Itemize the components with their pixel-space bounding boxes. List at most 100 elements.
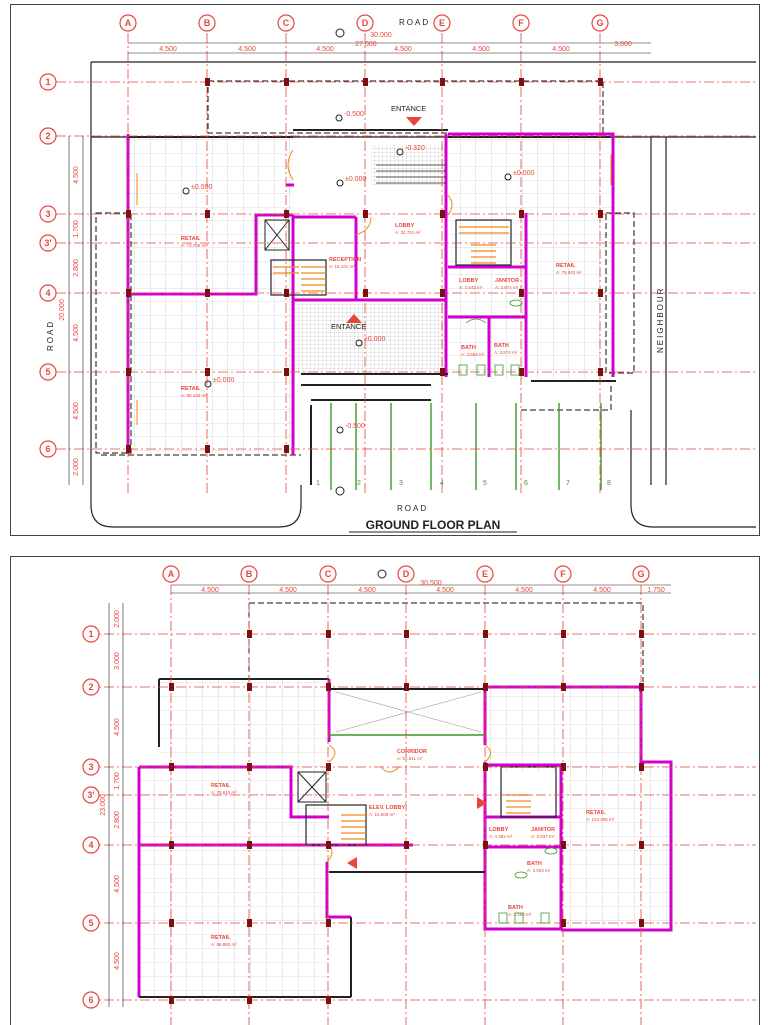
grid-label-col: E: [439, 18, 445, 28]
grid-label-col: F: [518, 18, 524, 28]
elevator: [297, 771, 327, 803]
room-area: A: 3.164 m²: [508, 912, 532, 917]
room-name: BATH: [527, 861, 542, 867]
parking-label: 8: [607, 480, 611, 487]
grid-label-col: E: [482, 569, 488, 579]
room-area: A: 3.003 m²: [527, 868, 551, 873]
columns-marks: [169, 630, 644, 1004]
grid-label-col: B: [246, 569, 253, 579]
span-dimension: 4.500: [394, 46, 412, 53]
room-name: RETAIL: [211, 783, 231, 789]
top-dimension-lines: [171, 584, 671, 594]
sanitary-fixtures: [458, 299, 523, 376]
span-dimension: 1.700: [73, 220, 80, 238]
grid-label-row: 4: [45, 288, 50, 298]
grid-label-col: G: [596, 18, 603, 28]
room-name: RETAIL: [211, 935, 231, 941]
row-bubbles: 1 2 3 3' 4 5 6: [82, 625, 100, 1009]
level-label: -0.500: [344, 111, 364, 118]
level-label: -0.320: [405, 145, 425, 152]
upper-floor-plan-sheet: A B C D E F G 1 2 3 3' 4 5 6 30.500 4.50…: [10, 556, 760, 1025]
columns-marks: [126, 78, 603, 453]
dashed-overhang: [95, 80, 635, 456]
road-label-bottom: ROAD: [397, 504, 428, 513]
grid-label-row: 6: [88, 995, 93, 1005]
room-area: A: 73.765 m²: [181, 243, 207, 248]
room-area: A: 3.574 m²: [494, 350, 518, 355]
parking-label: 3: [399, 480, 403, 487]
room-area: A: 32.701 m²: [395, 230, 421, 235]
level-label: ±0.000: [513, 170, 534, 177]
span-dimension: 4.500: [552, 46, 570, 53]
room-area: A: 96.860 m²: [211, 942, 237, 947]
span-dimension: 4.500: [472, 46, 490, 53]
left-dimension-lines: [68, 136, 84, 485]
grid-label-col: C: [283, 18, 290, 28]
level-label: ±0.000: [345, 176, 366, 183]
grid-label-row: 6: [45, 444, 50, 454]
parking-label: 1: [316, 480, 320, 487]
room-area: A: 3.563 m²: [461, 352, 485, 357]
grid-label-col: A: [168, 569, 175, 579]
top-dimension-lines: [128, 42, 651, 54]
parking-label: 7: [566, 480, 570, 487]
north-arrow-icon: [377, 569, 387, 579]
parking: [330, 403, 602, 490]
grid-label-col: A: [125, 18, 132, 28]
span-dimension: 2.000: [114, 610, 121, 628]
grid-label-col: D: [362, 18, 369, 28]
section-marker-icon: [335, 486, 345, 496]
room-area: A: 4.542 m²: [459, 285, 483, 290]
room-area: A: 79.610 m²: [211, 790, 237, 795]
span-dimension: 2.000: [73, 458, 80, 476]
room-area: A: 80.100 m²: [181, 393, 207, 398]
span-dimension: 4.500: [114, 718, 121, 736]
direction-arrows: [347, 797, 487, 869]
grid-label-col: F: [560, 569, 566, 579]
room-labels: CORRIDOR A: 53.611 m² RETAIL A: 79.610 m…: [211, 749, 615, 947]
entrance-markers: ENTANCE ENTANCE: [331, 28, 426, 496]
grid-label-col: D: [403, 569, 410, 579]
grid-label-row: 2: [88, 682, 93, 692]
span-dimension: 2.800: [114, 811, 121, 829]
total-dimension: 30.500: [420, 580, 442, 587]
arrow-right-icon: [477, 797, 487, 809]
arrow-left-icon: [347, 857, 357, 869]
grid-label-row: 4: [88, 840, 93, 850]
grid-lines: [56, 33, 756, 495]
grid-label-row: 1: [88, 629, 93, 639]
parking-label: 2: [357, 480, 361, 487]
grid-label-col: G: [637, 569, 644, 579]
room-labels: RETAIL A: 73.765 m² RETAIL A: 80.100 m² …: [181, 223, 582, 398]
level-markers: -0.500 -0.320 ±0.000 ±0.000 ±0.000 ±0.00…: [182, 111, 534, 434]
span-dimension: 1.700: [114, 772, 121, 790]
room-area: A: 3.837 m²: [531, 834, 555, 839]
room-name: RETAIL: [586, 810, 606, 816]
room-name: RECEPTION: [329, 257, 361, 263]
column-bubbles: A B C D E F G: [162, 565, 650, 583]
left-dimensions: 2.000 3.000 4.500 1.700 2.800 4.500 4.50…: [100, 610, 121, 970]
road-label-left: ROAD: [46, 320, 55, 351]
column-bubbles: A B C D E F G: [119, 14, 609, 32]
entrance-arrow-icon: [346, 314, 362, 323]
room-name: BATH: [494, 343, 509, 349]
span-dimension: 4.500: [593, 587, 611, 594]
level-label: ±0.000: [191, 184, 212, 191]
grid-label-row: 1: [45, 77, 50, 87]
parking-label: 6: [524, 480, 528, 487]
walls: [126, 132, 615, 455]
span-dimension: 4.500: [114, 952, 121, 970]
sanitary-fixtures: [498, 847, 558, 924]
room-area: A: 15.191 m²: [329, 264, 355, 269]
span-dimension: 4.500: [114, 875, 121, 893]
plan-title: GROUND FLOOR PLAN: [366, 518, 501, 532]
span-dimension: 3.000: [114, 652, 121, 670]
room-area: A: 79.943 m²: [556, 270, 582, 275]
left-dimensions: 4.500 1.700 2.800 4.500 4.500 2.000 20.0…: [59, 166, 80, 476]
ground-floor-plan-sheet: 1 2 3 4 5 6 7 8 A B C D E F G 1 2 3 3' 4…: [10, 4, 760, 536]
top-dimensions: 30.500 4.500 4.500 4.500 4.500 4.500 4.5…: [201, 580, 665, 594]
parking-label: 5: [483, 480, 487, 487]
room-name: RETAIL: [181, 386, 201, 392]
span-dimension: 4.500: [73, 402, 80, 420]
room-name: BATH: [508, 905, 523, 911]
